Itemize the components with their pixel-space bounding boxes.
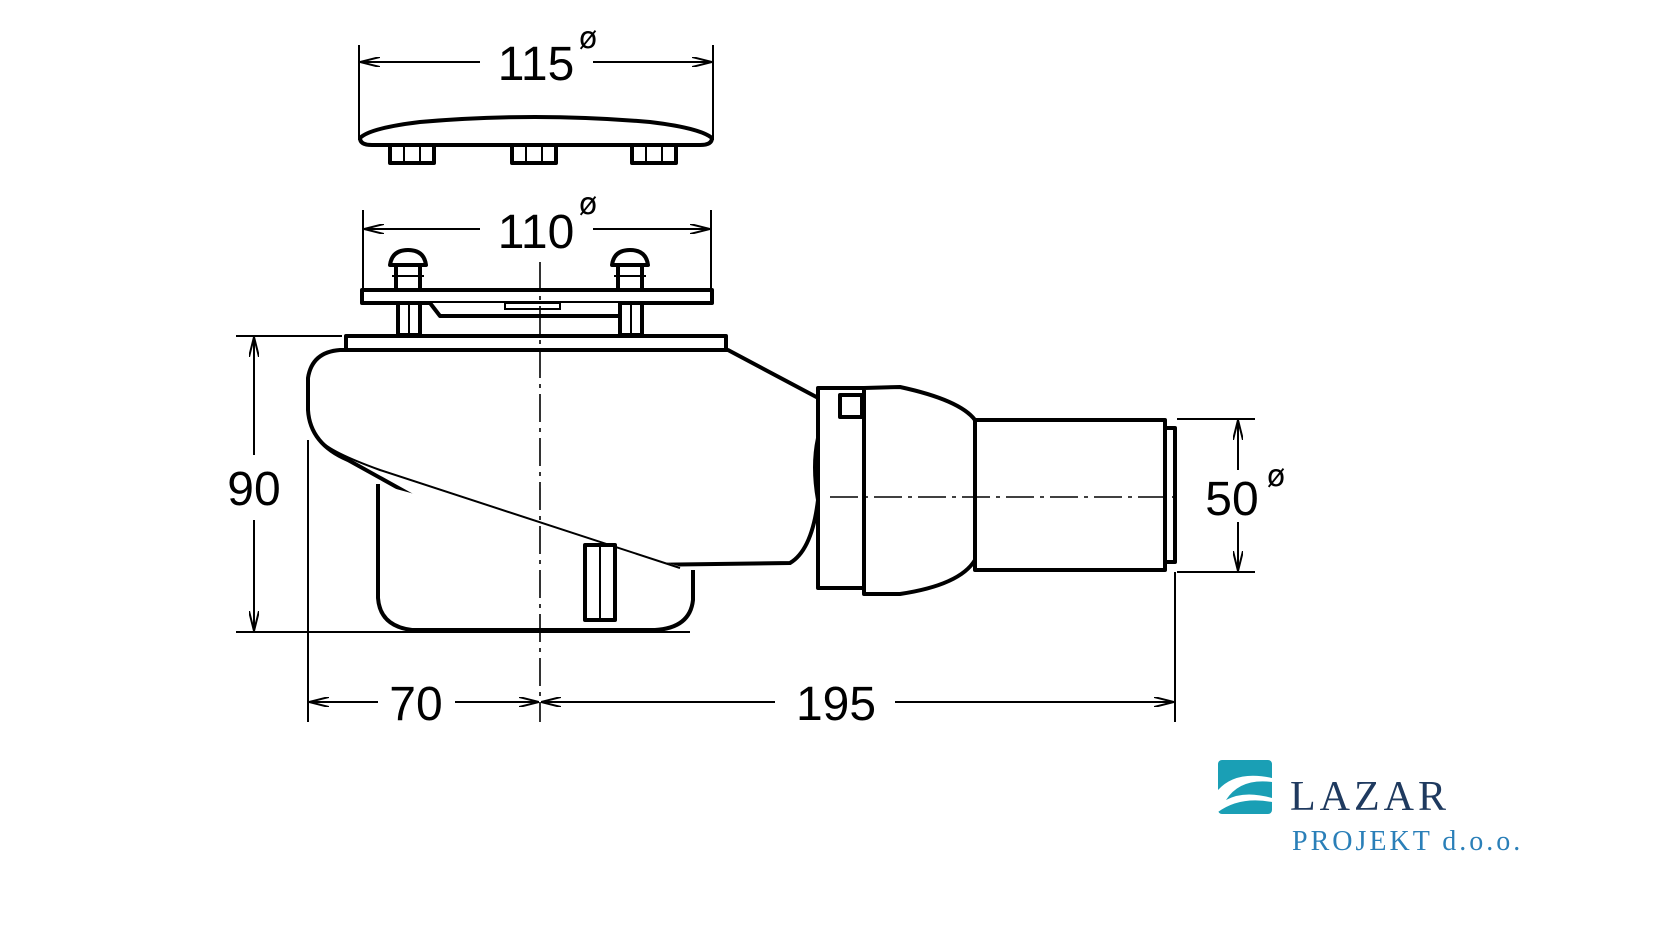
center-offset-label: 70 [389, 678, 442, 731]
grate-plate [360, 248, 714, 337]
diameter-symbol: ø [579, 187, 597, 222]
diameter-symbol: ø [579, 21, 597, 56]
dimension-grate-diameter: 110 ø [362, 187, 712, 290]
dimension-height: 90 [227, 335, 690, 633]
drain-body [306, 334, 1177, 632]
diameter-symbol: ø [1267, 459, 1285, 494]
dimension-outlet-diameter: 50 ø [1177, 418, 1285, 573]
logo-title: LAZAR [1290, 774, 1450, 820]
cover-diameter-label: 115 [498, 38, 575, 91]
logo-subtitle: PROJEKT d.o.o. [1292, 826, 1523, 857]
company-logo: LAZAR PROJEKT d.o.o. [1218, 760, 1523, 857]
wave-mark-icon [1218, 760, 1272, 814]
dimension-length: 195 [541, 572, 1176, 731]
length-label: 195 [796, 678, 876, 731]
height-label: 90 [227, 463, 280, 516]
dimension-center-offset: 70 [307, 440, 539, 731]
grate-diameter-label: 110 [498, 206, 575, 259]
cover-plate [358, 115, 714, 165]
outlet-diameter-label: 50 [1205, 473, 1258, 526]
dimension-cover-diameter: 115 ø [358, 21, 714, 140]
